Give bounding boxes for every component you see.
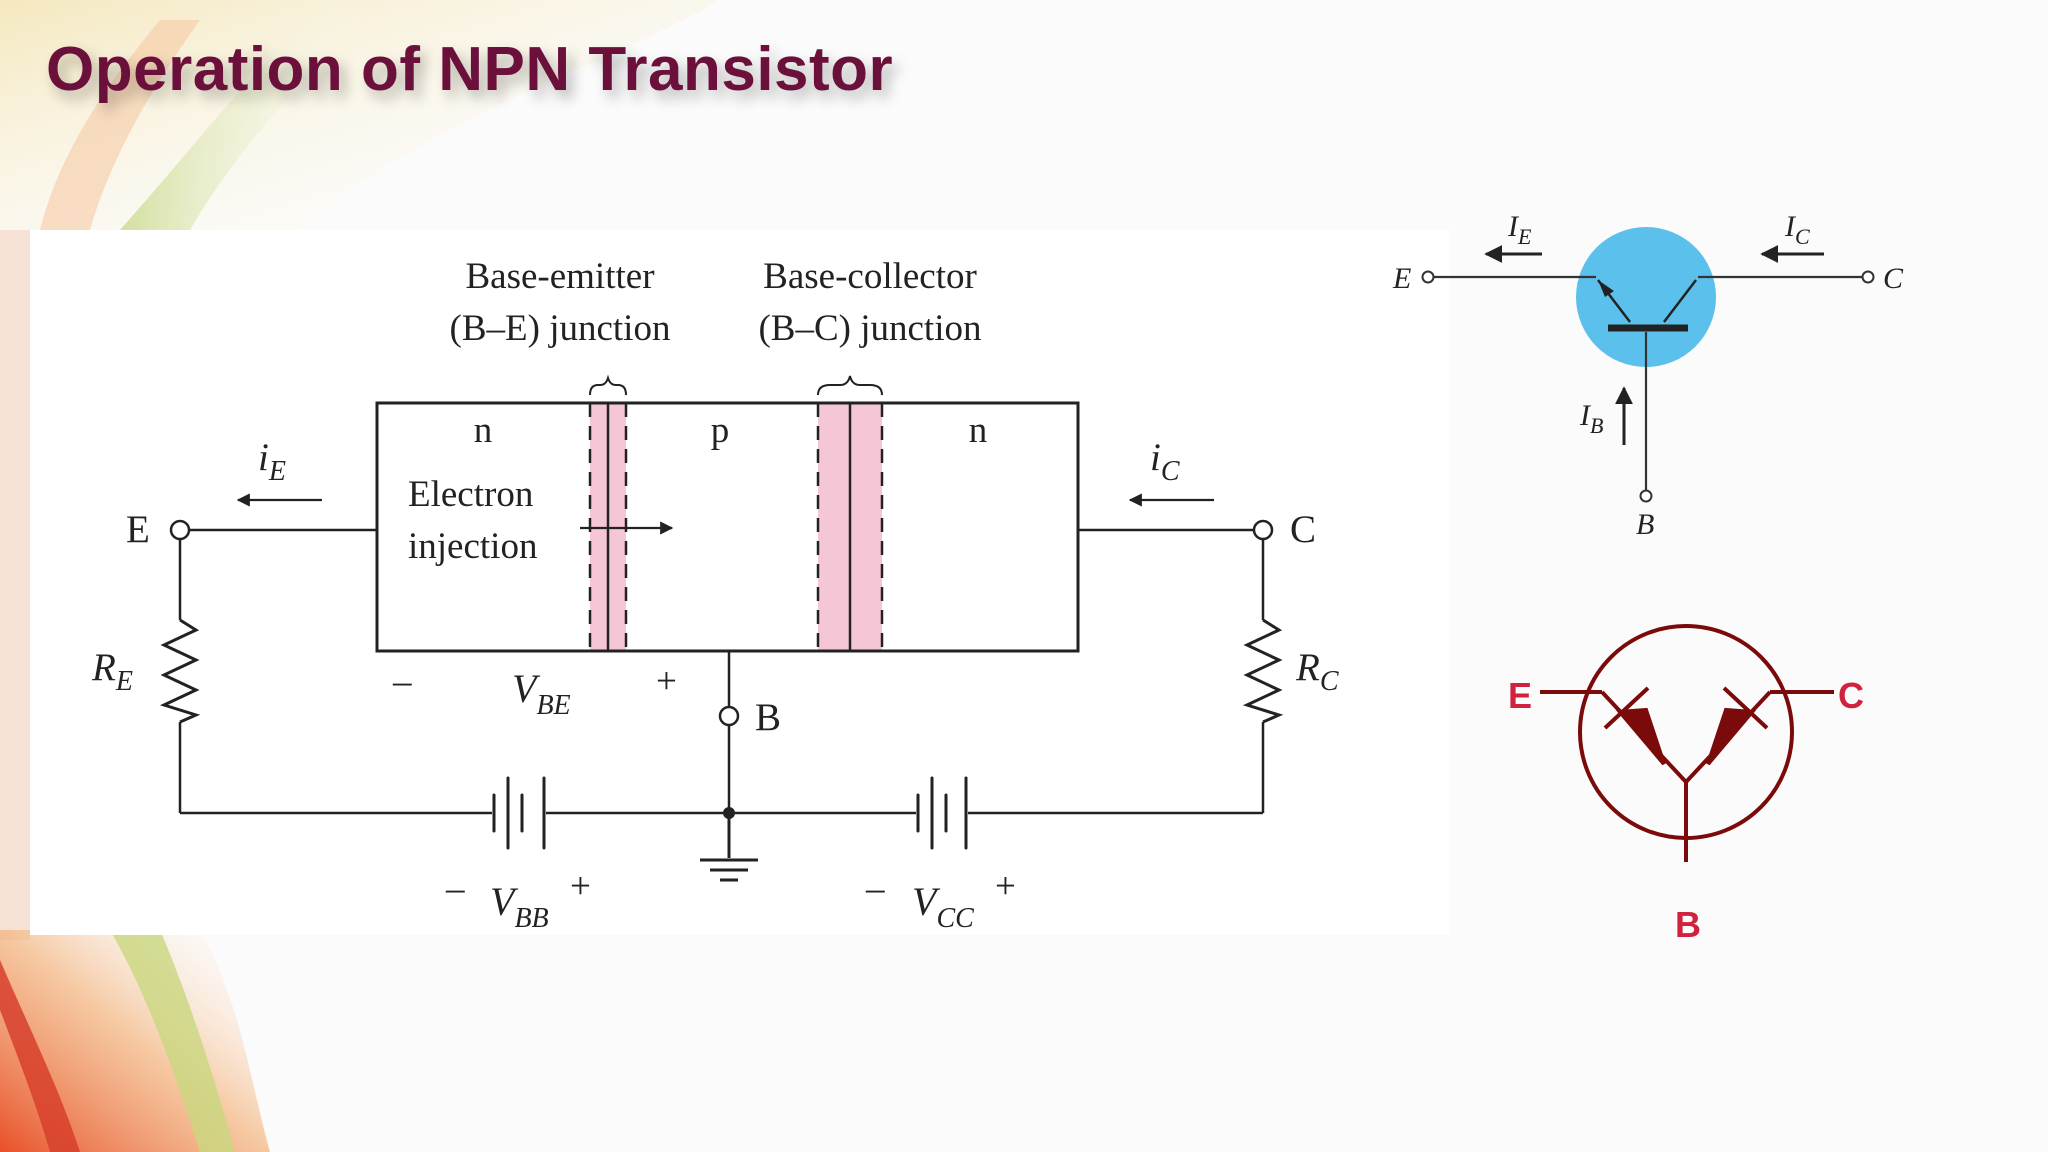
re-resistor	[159, 618, 201, 724]
two-diode-model	[1540, 624, 1834, 862]
symbol-base-terminal	[1639, 489, 1653, 503]
region-n-left: n	[474, 410, 493, 451]
re-label: RE	[91, 646, 133, 697]
bg-swirl-top-orange	[40, 20, 200, 230]
slide-title: Operation of NPN Transistor	[46, 35, 894, 104]
bc-junction-label-2: (B–C) junction	[758, 308, 981, 349]
symbol-emitter-arrowhead	[1598, 280, 1614, 297]
symbol-ic-label: IC	[1784, 210, 1810, 249]
symbol-emitter-label: E	[1392, 262, 1411, 295]
be-junction-label-2: (B–E) junction	[450, 308, 671, 349]
electron-injection-label-1: Electron	[408, 474, 533, 515]
diagram-panel	[30, 230, 1450, 935]
npn-symbol: E C B IE IC IB	[1392, 210, 1904, 541]
region-n-right: n	[969, 410, 988, 451]
emitter-label: E	[126, 508, 150, 551]
symbol-emitter-terminal	[1421, 270, 1435, 284]
collector-label: C	[1290, 508, 1316, 551]
vbe-plus: +	[656, 661, 677, 702]
symbol-collector-leg	[1663, 279, 1697, 323]
symbol-ib-label: IB	[1579, 399, 1603, 438]
bg-swirl-bottom-green	[110, 930, 235, 1152]
base-label: B	[755, 696, 781, 739]
vbb-battery	[492, 776, 546, 850]
ground-symbol	[700, 813, 758, 882]
bg-swirl-top-green	[120, 0, 380, 230]
be-junction-brace	[589, 374, 627, 396]
ie-label: iE	[258, 436, 286, 487]
ic-label: iC	[1150, 436, 1180, 487]
diode-right-bar	[1722, 686, 1769, 730]
vcc-battery	[916, 776, 968, 850]
diode-model-base-label: B	[1675, 904, 1701, 945]
diode-right-triangle	[1706, 707, 1757, 766]
vcc-minus: –	[865, 868, 885, 909]
vcc-plus: +	[995, 866, 1016, 907]
emitter-terminal	[169, 519, 191, 541]
vbe-label: VBE	[512, 666, 571, 721]
npn-operation-circuit: Base-emitter (B–E) junction Base-collect…	[91, 256, 1339, 934]
transistor-body	[375, 401, 1080, 653]
symbol-ie-label: IE	[1507, 210, 1532, 249]
be-junction-label-1: Base-emitter	[465, 256, 654, 297]
bg-swirl-left	[0, 230, 30, 940]
diode-left-triangle	[1615, 707, 1666, 766]
diode-left-bar	[1603, 686, 1650, 730]
base-terminal	[718, 705, 740, 727]
vbb-label: VBB	[490, 879, 549, 934]
symbol-collector-label: C	[1883, 262, 1904, 295]
vbe-minus: –	[392, 661, 412, 702]
diode-model-collector-label: C	[1838, 675, 1864, 716]
vbb-plus: +	[570, 866, 591, 907]
bg-swirl-bottom-red	[0, 960, 80, 1152]
collector-terminal	[1252, 519, 1274, 541]
bc-junction-brace	[817, 375, 883, 396]
vcc-label: VCC	[912, 879, 974, 934]
region-p: p	[711, 410, 730, 451]
rc-resistor	[1242, 618, 1284, 724]
vbb-minus: –	[445, 868, 465, 909]
symbol-collector-terminal	[1861, 270, 1875, 284]
electron-injection-label-2: injection	[408, 526, 537, 567]
symbol-base-label: B	[1636, 508, 1654, 541]
rc-label: RC	[1295, 646, 1339, 697]
npn-symbol-circle	[1576, 227, 1716, 367]
bc-junction-label-1: Base-collector	[763, 256, 977, 297]
diode-model-emitter-label: E	[1508, 675, 1532, 716]
